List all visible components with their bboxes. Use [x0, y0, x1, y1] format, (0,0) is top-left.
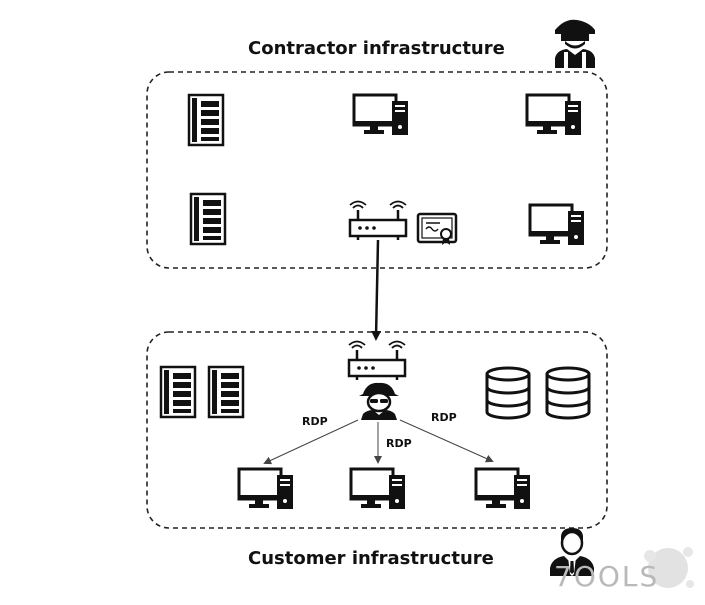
wifi-router-icon: [348, 200, 408, 242]
watermark-splash: [644, 547, 694, 588]
rdp-label-center: RDP: [386, 437, 412, 450]
rdp-arrow-right: [399, 419, 494, 463]
server-icon: [207, 365, 245, 419]
rdp-label-left: RDP: [302, 415, 328, 428]
desktop-computer-icon: [525, 93, 583, 137]
server-icon: [189, 192, 227, 246]
rdp-label-right: RDP: [431, 411, 457, 424]
businessman-icon: [550, 528, 594, 576]
hacker-icon: [359, 382, 399, 420]
desktop-computer-icon: [528, 203, 586, 247]
watermark-text: 7OOLS: [554, 560, 660, 593]
server-icon: [159, 365, 197, 419]
desktop-computer-icon: [237, 467, 295, 511]
server-icon: [187, 93, 225, 147]
desktop-computer-icon: [352, 93, 410, 137]
database-icon: [485, 366, 531, 420]
customer-infrastructure-title: Customer infrastructure: [248, 548, 494, 569]
desktop-computer-icon: [349, 467, 407, 511]
desktop-computer-icon: [474, 467, 532, 511]
contractor-infrastructure-title: Contractor infrastructure: [248, 38, 505, 59]
contractor-boundary: [146, 71, 608, 269]
engineer-icon: [555, 19, 595, 68]
certificate-icon: [416, 212, 458, 245]
network-link: [371, 239, 382, 341]
database-icon: [545, 366, 591, 420]
rdp-arrow-left: [263, 419, 359, 465]
wifi-router-icon: [347, 340, 407, 382]
